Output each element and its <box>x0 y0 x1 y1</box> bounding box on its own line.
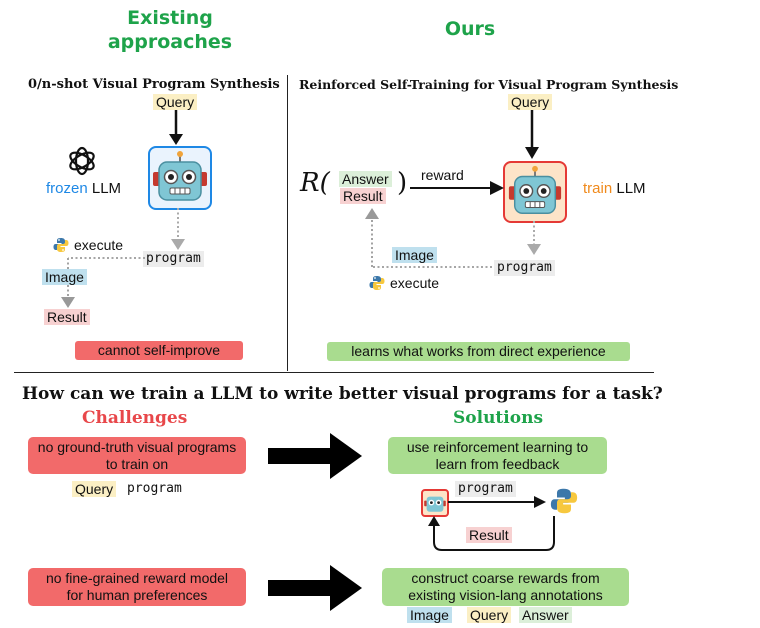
solution-1-box: use reinforcement learning to learn from… <box>388 437 607 474</box>
challenge-1-query-tag: Query <box>72 481 117 497</box>
challenge-2-box: no fine-grained reward model for human p… <box>28 568 246 606</box>
right-result-tag: Result <box>340 188 386 204</box>
llm-word: LLM <box>91 180 122 197</box>
train-robot-icon <box>503 161 567 223</box>
reward-function-open: R( <box>300 168 330 198</box>
right-execute-label: execute <box>390 275 440 291</box>
right-query-arrow <box>525 110 539 159</box>
challenge-1-program-tag: program <box>127 481 182 496</box>
left-program-tag: program <box>143 251 204 267</box>
left-query-arrow <box>169 110 183 145</box>
right-execute-path <box>365 208 492 268</box>
llm-word: LLM <box>616 180 646 197</box>
right-program-tag: program <box>494 260 555 276</box>
frozen-word: frozen <box>46 180 88 197</box>
right-image-tag: Image <box>392 247 437 263</box>
reward-function-close: ) <box>397 168 408 198</box>
ours-header: Ours <box>444 18 496 40</box>
question-heading: How can we train a LLM to write better v… <box>22 384 663 404</box>
challenge-1-arrow <box>268 433 362 479</box>
right-python-icon <box>369 276 385 290</box>
loop-program-tag: program <box>455 481 516 497</box>
challenges-title: Challenges <box>82 408 188 428</box>
left-program-arrow <box>171 208 185 250</box>
reward-label: reward <box>421 167 464 183</box>
openai-logo-icon <box>69 146 95 176</box>
loop-return-arrow <box>428 516 555 551</box>
loop-robot-icon <box>421 489 449 517</box>
right-query-tag: Query <box>508 94 553 110</box>
solution-2-image-tag: Image <box>407 607 452 623</box>
right-program-arrow <box>527 221 541 255</box>
train-llm-label: train LLM <box>583 180 646 197</box>
train-word: train <box>583 180 613 197</box>
left-image-tag: Image <box>42 269 87 285</box>
horizontal-divider <box>14 372 654 373</box>
cannot-self-improve-box: cannot self-improve <box>75 341 243 360</box>
loop-forward-arrow <box>448 496 546 508</box>
learns-from-experience-box: learns what works from direct experience <box>327 342 630 361</box>
left-subtitle: 0/n-shot Visual Program Synthesis <box>28 77 280 92</box>
solution-2-query-tag: Query <box>467 607 512 623</box>
right-answer-tag: Answer <box>339 171 392 187</box>
vertical-divider <box>287 75 288 371</box>
reward-arrow <box>410 181 504 195</box>
challenge-2-arrow <box>268 565 362 611</box>
left-query-tag: Query <box>153 94 198 110</box>
solution-2-answer-tag: Answer <box>519 607 572 623</box>
left-result-tag: Result <box>44 309 90 325</box>
frozen-robot-icon <box>148 146 212 210</box>
loop-result-tag: Result <box>466 527 512 543</box>
existing-approaches-header: Existing approaches <box>107 7 233 53</box>
loop-python-icon <box>550 488 578 514</box>
solutions-title: Solutions <box>453 408 544 428</box>
left-execute-label: execute <box>74 237 124 253</box>
left-python-icon <box>53 238 69 252</box>
frozen-llm-label: frozen LLM <box>46 180 121 197</box>
challenge-1-box: no ground-truth visual programs to train… <box>28 437 246 474</box>
solution-2-box: construct coarse rewards from existing v… <box>382 568 629 606</box>
right-subtitle: Reinforced Self-Training for Visual Prog… <box>299 77 679 92</box>
